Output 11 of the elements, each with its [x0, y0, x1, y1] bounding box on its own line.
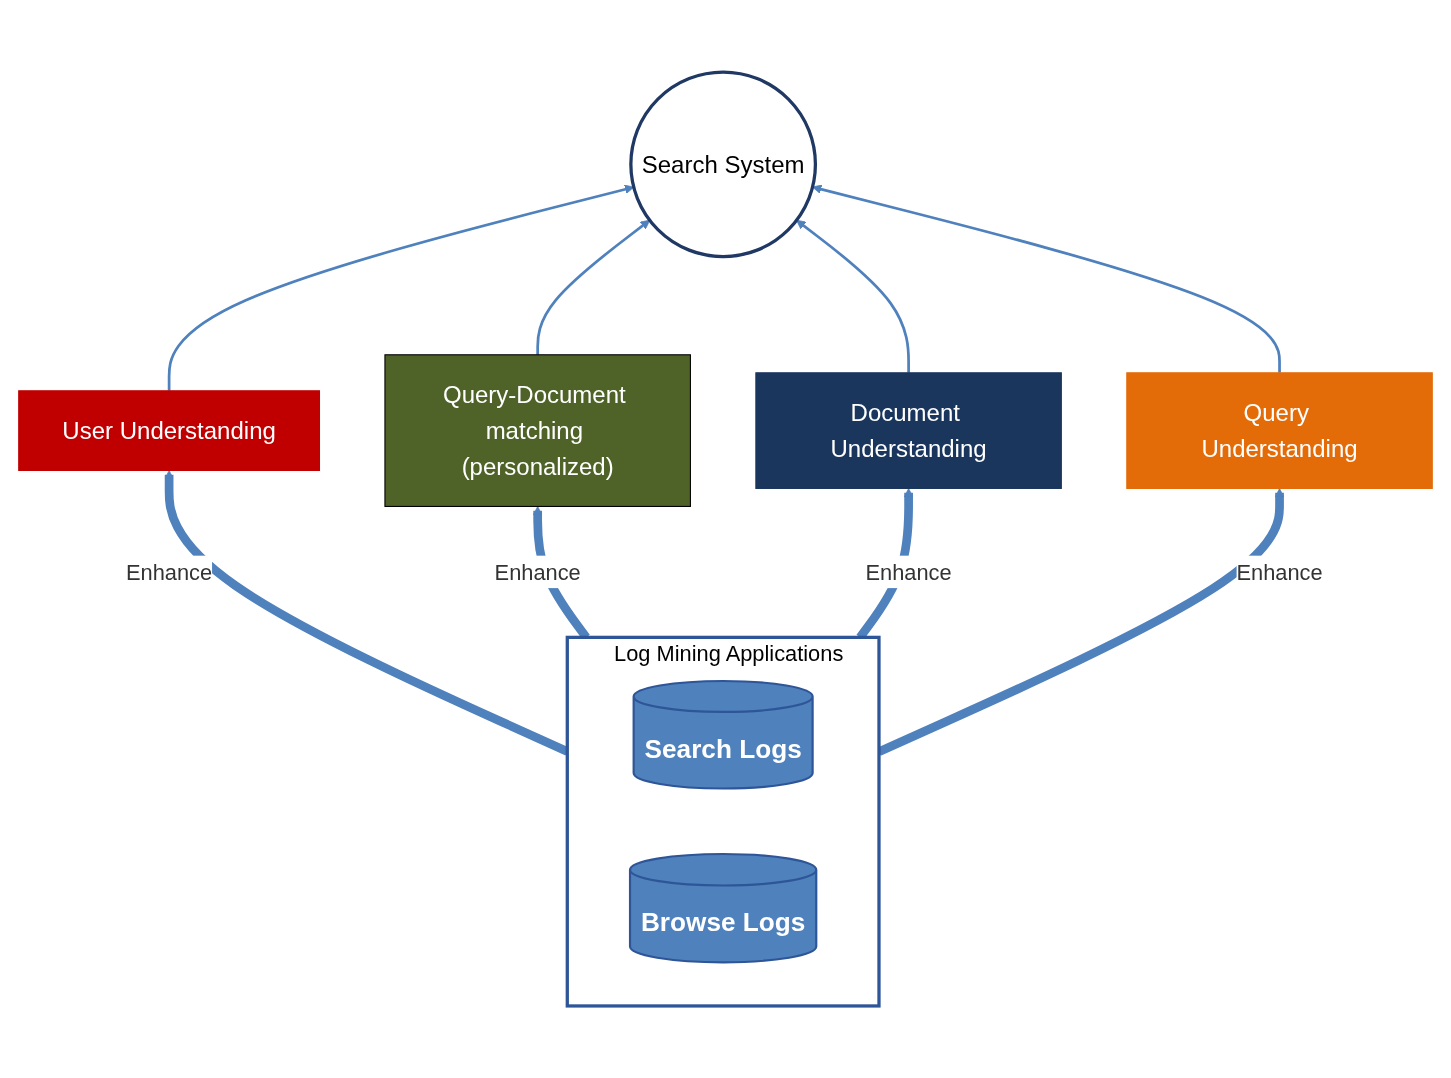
- edge-label: Enhance: [126, 559, 213, 584]
- node-circle: Search System: [629, 70, 818, 259]
- node-box: Query Understanding: [1126, 372, 1433, 489]
- edge-label: Enhance: [1236, 559, 1323, 584]
- edge-label: Enhance: [494, 559, 581, 584]
- arrow: [536, 219, 651, 355]
- node-box: Query-Document matching (personalized): [384, 354, 691, 507]
- node-box: Document Understanding: [755, 372, 1062, 489]
- arrow: [796, 219, 910, 373]
- edge-label: Enhance: [865, 559, 952, 584]
- node-box: User Understanding: [18, 390, 321, 471]
